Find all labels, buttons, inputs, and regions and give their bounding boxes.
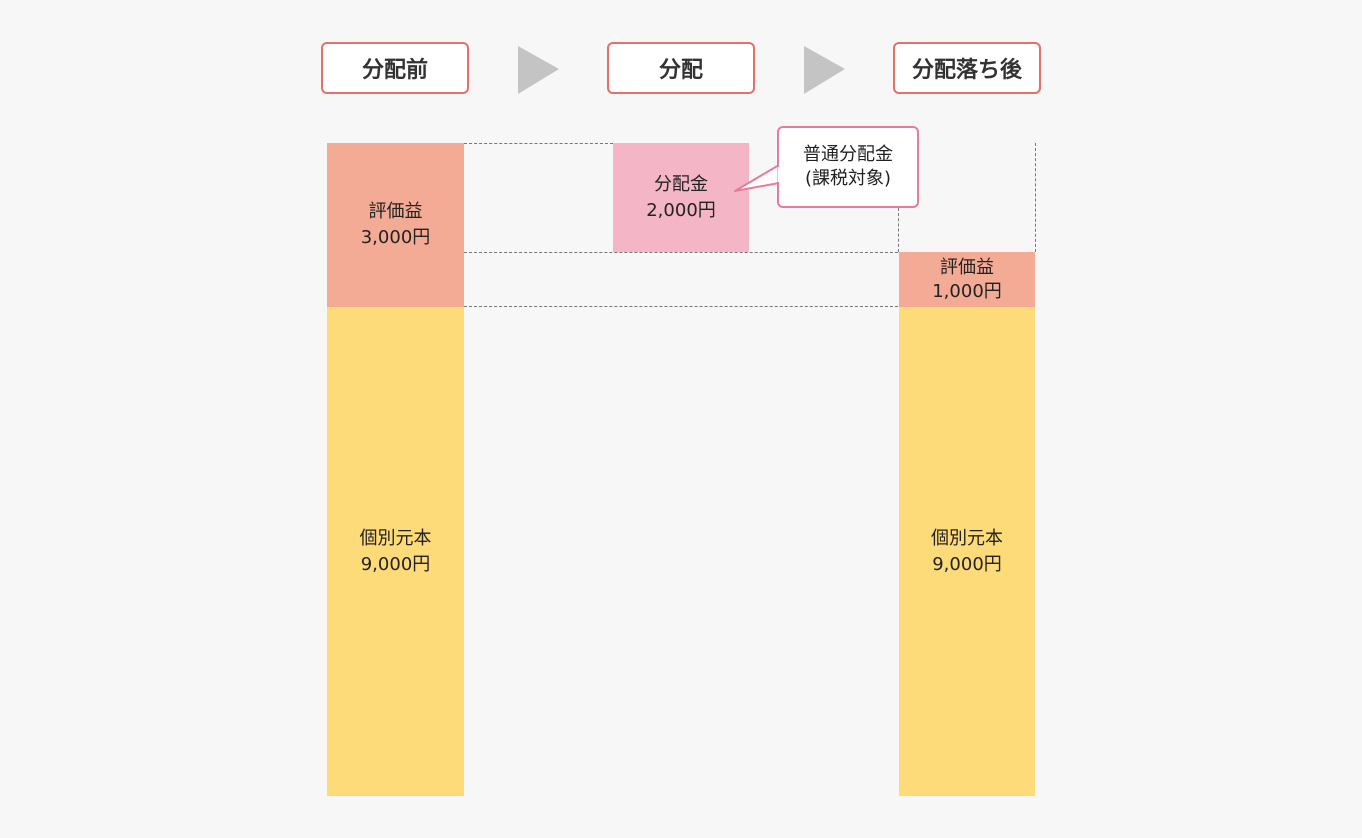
distribution-label: 分配金 [654, 173, 708, 195]
distribution-block: 分配金 2,000円 [613, 143, 749, 252]
guide-line-top [464, 143, 613, 144]
before-gain-value: 3,000円 [360, 227, 431, 248]
step-after-label: 分配落ち後 [911, 58, 1022, 83]
before-principal-block: 個別元本 9,000円 [327, 307, 464, 796]
step-arrow-icon [518, 46, 559, 94]
step-distribution-box: 分配 [607, 42, 755, 94]
after-principal-value: 9,000円 [932, 553, 1002, 575]
step-before-label: 分配前 [361, 58, 428, 83]
after-principal-block: 個別元本 9,000円 [899, 307, 1035, 796]
before-gain-label: 評価益 [368, 201, 423, 222]
step-after-box: 分配落ち後 [893, 42, 1041, 94]
step-distribution-label: 分配 [658, 58, 703, 83]
callout-line2: (課税対象) [804, 168, 892, 189]
after-gain-value: 1,000円 [932, 280, 1002, 302]
after-principal-label: 個別元本 [931, 527, 1003, 549]
after-gain-block: 評価益 1,000円 [899, 252, 1035, 307]
callout-line1: 普通分配金 [803, 144, 893, 165]
before-gain-block: 評価益 3,000円 [327, 143, 464, 307]
callout-box: 普通分配金 (課税対象) [777, 126, 919, 208]
distribution-value: 2,000円 [646, 199, 716, 221]
guide-line-vertical-left [898, 208, 899, 252]
guide-line-low [464, 306, 898, 307]
before-principal-value: 9,000円 [360, 553, 431, 575]
before-principal-label: 個別元本 [359, 527, 432, 549]
guide-line-mid [464, 252, 898, 253]
after-gain-label: 評価益 [940, 256, 994, 278]
step-before-box: 分配前 [321, 42, 469, 94]
step-arrow-icon [804, 46, 845, 94]
guide-line-vertical-right [1035, 143, 1036, 252]
